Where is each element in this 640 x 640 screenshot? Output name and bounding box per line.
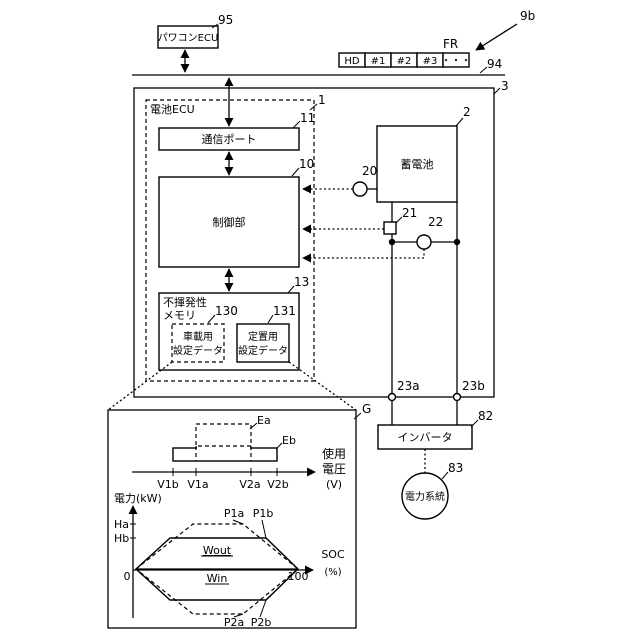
leader-g (354, 413, 361, 419)
ref-130: 130 (215, 304, 238, 318)
ea-label: Ea (257, 414, 271, 427)
zero-label: 0 (124, 570, 131, 583)
junction-b (454, 239, 460, 245)
arrow-9b (476, 24, 517, 50)
vehicle-setting-data-label-2: 設定データ (173, 344, 223, 357)
frame-cell-1-text: #1 (371, 56, 386, 67)
ref-20: 20 (362, 164, 377, 178)
p2b-label: P2b (251, 616, 272, 629)
control-unit-label: 制御部 (213, 215, 246, 229)
eb-label: Eb (282, 434, 296, 447)
leader-82 (471, 420, 478, 427)
usage-voltage-label-1: 使用 (322, 446, 346, 461)
fr-label: FR (443, 37, 458, 51)
ref-1: 1 (318, 93, 326, 107)
usage-voltage-label-3: (V) (326, 478, 342, 491)
ref-22: 22 (428, 215, 443, 229)
v1b-label: V1b (157, 478, 179, 491)
leader-10 (292, 168, 299, 176)
frame-cell-2-text: #2 (397, 56, 412, 67)
leader-p1b (262, 520, 266, 538)
ref-13: 13 (294, 275, 309, 289)
leader-p2b (260, 600, 266, 617)
p1a-label: P1a (224, 507, 244, 520)
power-axis-label: 電力(kW) (114, 492, 162, 505)
ref-9b: 9b (520, 9, 535, 23)
p2a-label: P2a (224, 616, 244, 629)
junction-a (389, 239, 395, 245)
frame-cell-more-text: ・・・ (441, 56, 471, 67)
nonvolatile-memory-label-2: メモリ (163, 309, 196, 322)
ref-23b: 23b (462, 379, 485, 393)
storage-battery-label: 蓄電池 (401, 158, 434, 171)
ref-11: 11 (300, 111, 315, 125)
soc-label-1: SOC (321, 548, 345, 561)
leader-13 (288, 286, 294, 293)
frame-cell-3-text: #3 (423, 56, 438, 67)
stationary-setting-data-label-2: 設定データ (238, 344, 288, 357)
ref-21: 21 (402, 206, 417, 220)
terminal-23b (454, 394, 461, 401)
ref-94: 94 (487, 57, 502, 71)
vehicle-setting-data-label-1: 車載用 (183, 330, 213, 343)
v2b-label: V2b (267, 478, 289, 491)
ref-83: 83 (448, 461, 463, 475)
ref-95: 95 (218, 13, 233, 27)
leader-83 (442, 472, 448, 479)
v2a-label: V2a (239, 478, 260, 491)
v1a-label: V1a (187, 478, 208, 491)
win-label: Win (207, 572, 228, 585)
soc-label-2: (%) (324, 567, 341, 578)
current-sensor (417, 235, 431, 249)
p1b-label: P1b (253, 507, 274, 520)
leader-21 (396, 217, 402, 223)
stationary-setting-data-label-1: 定置用 (248, 330, 278, 343)
ref-g: G (362, 402, 371, 416)
wout-label: Wout (203, 544, 232, 557)
ref-23a: 23a (397, 379, 420, 393)
ref-2: 2 (463, 105, 471, 119)
overlap-mask (197, 447, 250, 450)
ref-131: 131 (273, 304, 296, 318)
frame-fr: HD #1 #2 #3 ・・・ (339, 53, 471, 67)
leader-94 (480, 67, 487, 73)
ref-3: 3 (501, 79, 509, 93)
battery-ecu-label: 電池ECU (150, 103, 195, 116)
power-conditioner-ecu-label: パワコンECU (158, 32, 219, 44)
ref-82: 82 (478, 409, 493, 423)
leader-3 (494, 88, 500, 94)
leader-11 (293, 121, 300, 128)
usage-voltage-label-2: 電圧 (322, 462, 346, 476)
leader-2 (456, 118, 463, 126)
ref-10: 10 (299, 157, 314, 171)
inverter-label: インバータ (398, 431, 453, 444)
communication-port-label: 通信ポート (202, 133, 257, 146)
terminal-23a (389, 394, 396, 401)
voltage-sensor (384, 222, 396, 234)
temperature-sensor (353, 182, 367, 196)
range-ea (196, 424, 251, 446)
ha-label: Ha (114, 518, 129, 531)
nonvolatile-memory-label-1: 不揮発性 (163, 295, 207, 309)
hb-label: Hb (114, 532, 129, 545)
power-grid-label: 電力系統 (405, 490, 445, 503)
frame-cell-hd-text: HD (344, 56, 360, 67)
